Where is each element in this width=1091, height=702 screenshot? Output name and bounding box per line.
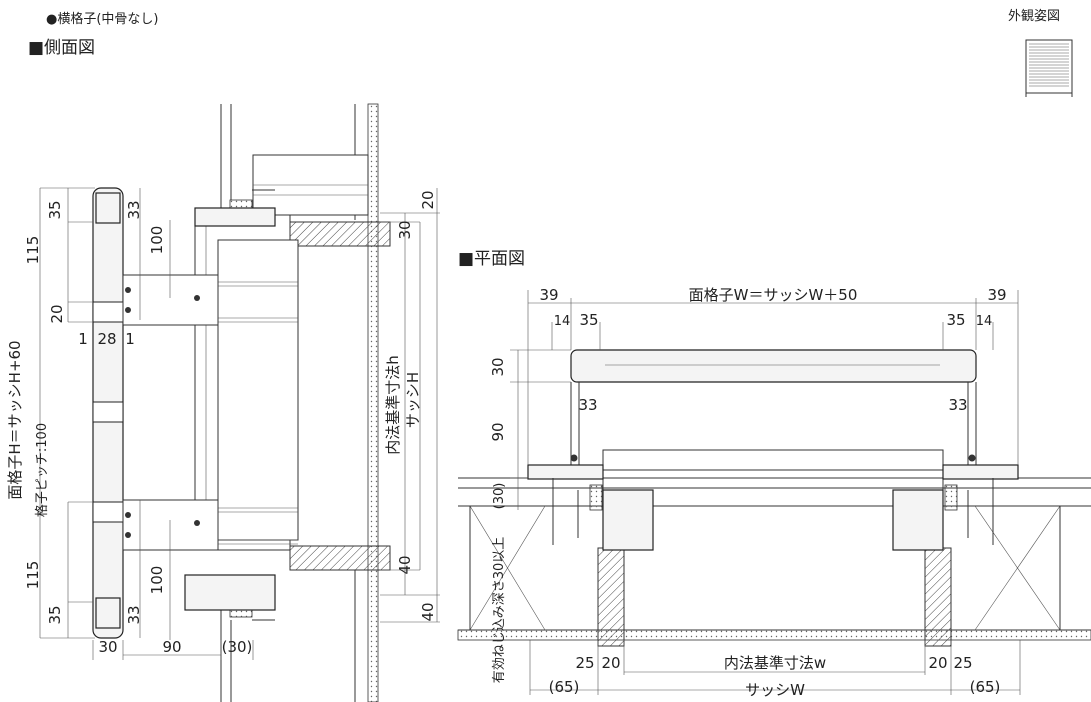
dim-30-right: 30 [396,220,414,239]
plan-dim-25-left: 25 [575,654,594,672]
plan-dim-39-left: 39 [539,286,558,304]
type-note: ●横格子(中骨なし) [46,12,159,27]
plan-view-dimensions [510,290,1021,695]
plan-dim-14-right: 14 [976,314,993,329]
sash-h-label: サッシH [404,372,422,428]
appearance-label: 外観姿図 [1008,9,1061,24]
dim-40-far: 40 [419,602,437,621]
plan-dim-25-right: 25 [953,654,972,672]
plan-dim-33-right: 33 [948,396,967,414]
plan-dim-14-left: 14 [554,314,571,329]
plan-view-dim-text: 39 39 面格子W＝サッシW＋50 14 35 35 14 30 33 33 … [489,286,1007,699]
side-view-dim-text: 35 33 115 100 20 1 28 1 115 100 35 33 30… [6,190,437,656]
plan-dim-30: 30 [489,357,507,376]
dim-100-top: 100 [148,226,166,255]
plan-view-title: ■平面図 [458,249,526,269]
plan-dim-65-left: (65) [549,678,580,696]
dim-30: 30 [98,638,117,656]
plan-dim-65-right: (65) [970,678,1001,696]
dim-20-right: 20 [419,190,437,209]
dim-1-left: 1 [78,330,88,348]
plan-view-drawing [457,349,1091,647]
inner-w-label: 内法基準寸法w [724,654,826,672]
dim-20: 20 [48,304,66,323]
dim-100-bottom: 100 [148,566,166,595]
dim-33-bottom: 33 [125,605,143,624]
dim-1-right: 1 [125,330,135,348]
side-view-title: ■側面図 [28,38,96,58]
dim-33-top: 33 [125,200,143,219]
plan-dim-35-left: 35 [579,311,598,329]
dim-115-bottom: 115 [24,561,42,590]
dim-115-top: 115 [24,236,42,265]
inner-h-label: 内法基準寸法h [384,355,402,455]
plan-dim-33-left: 33 [578,396,597,414]
dim-40-right: 40 [396,555,414,574]
dim-30-paren: (30) [222,638,253,656]
side-view-drawing [92,103,391,702]
plan-dim-30-paren: (30) [492,483,507,510]
appearance-icon [1025,39,1073,97]
side-view-dimensions [39,187,440,660]
dim-90: 90 [162,638,181,656]
plan-dim-39-right: 39 [987,286,1006,304]
face-width-label: 面格子W＝サッシW＋50 [689,286,858,304]
pitch-label: 格子ピッチ:100 [34,423,50,517]
dim-35-bottom: 35 [46,605,64,624]
sash-w-label: サッシW [745,681,805,699]
screw-depth-label: 有効ねじ込み深さ30以上 [492,537,507,684]
plan-dim-20-right: 20 [928,654,947,672]
dim-35-top: 35 [46,200,64,219]
face-height-label: 面格子H＝サッシH+60 [6,340,24,499]
plan-dim-20-left: 20 [601,654,620,672]
plan-dim-35-right: 35 [946,311,965,329]
plan-dim-90: 90 [489,422,507,441]
dim-28: 28 [97,330,116,348]
